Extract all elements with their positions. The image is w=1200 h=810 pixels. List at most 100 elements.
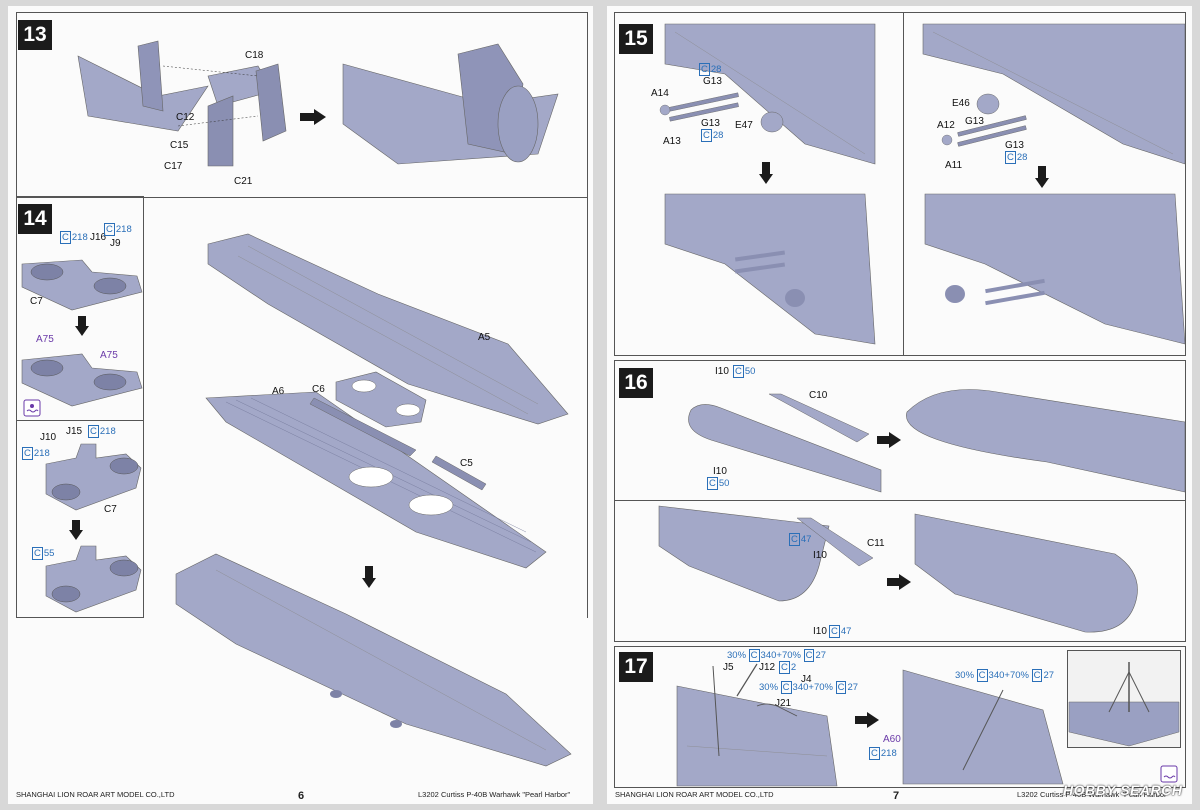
water-icon — [23, 399, 41, 417]
step-14-bay-c — [45, 443, 142, 511]
label-g13-a: G13 — [703, 76, 722, 87]
label-i10-b: I10 — [713, 466, 727, 477]
label-e46: E46 — [952, 98, 970, 109]
step-15-panel — [614, 12, 1186, 356]
label-a60: A60 — [883, 734, 901, 745]
label-c17: C17 — [164, 161, 183, 172]
label-a6: A6 — [272, 386, 285, 397]
step-16-part-c10 — [768, 393, 870, 443]
step-15-down-arrow-b — [1035, 166, 1049, 188]
step-13-tail-assembled — [342, 43, 559, 165]
hobby-search-watermark: HOBBY SEARCH — [1063, 782, 1183, 798]
step-16-wingtip-b-assembled — [914, 513, 1138, 633]
step-15-gun-barrels-a — [659, 92, 739, 122]
label-e47: E47 — [735, 120, 753, 131]
step-17-inset-detail — [1068, 662, 1180, 747]
step-16-number: 16 — [619, 368, 653, 398]
label-a13: A13 — [663, 136, 681, 147]
step-16-arrow-b — [887, 574, 911, 590]
step-17-wires — [712, 663, 798, 757]
step-14-wing-assembled — [175, 553, 572, 767]
step-14-wing-lower — [205, 391, 547, 569]
step-13-tail-exploded — [77, 40, 287, 167]
step-15-divider — [903, 12, 904, 356]
footer-right-page: 7 — [893, 790, 900, 802]
step-16-panel — [614, 360, 1186, 642]
step-15-wing-a-assembled — [664, 193, 876, 345]
label-j15: J15 — [66, 426, 83, 437]
label-a5: A5 — [478, 332, 491, 343]
label-j4: J4 — [801, 674, 812, 685]
step-14-panel — [16, 196, 144, 618]
step-15-part-e46 — [976, 93, 1000, 115]
label-c18: C18 — [245, 50, 264, 61]
label-a11: A11 — [945, 160, 963, 171]
label-c7-a: C7 — [30, 296, 43, 307]
footer-left-page: 6 — [298, 790, 305, 802]
step-16-wingtip-a-assembled — [906, 389, 1186, 493]
label-c15: C15 — [170, 140, 189, 151]
label-a14: A14 — [651, 88, 669, 99]
label-c11: C11 — [867, 538, 885, 549]
label-i10-a: I10 — [715, 366, 729, 377]
step-17-panel — [614, 646, 1186, 788]
step-14-bay-a — [21, 259, 143, 311]
label-j5: J5 — [723, 662, 734, 673]
label-j12: J12 — [759, 662, 776, 673]
label-j21: J21 — [775, 698, 792, 709]
label-a12: A12 — [937, 120, 955, 131]
step-16-wingtip-b — [658, 505, 830, 602]
step-15-number: 15 — [619, 24, 653, 54]
label-i10-d: I10 — [813, 626, 827, 637]
label-c21: C21 — [234, 176, 253, 187]
label-g13-d: G13 — [1005, 140, 1024, 151]
step-17-wing-exploded — [676, 685, 838, 787]
step-14-down-arrow-a — [75, 316, 89, 336]
step-14-down-arrow-c — [362, 566, 376, 588]
label-g13-c: G13 — [965, 116, 984, 127]
step-15-wing-a — [664, 23, 876, 165]
step-15-part-e47 — [760, 111, 784, 133]
label-j16: J16 — [90, 232, 107, 243]
step-14-number: 14 — [18, 204, 52, 234]
label-c6: C6 — [312, 384, 325, 395]
step-17-arrow — [855, 712, 879, 728]
step-16-divider — [614, 500, 1186, 501]
step-16-wingtip-a — [688, 404, 882, 493]
step-15-down-arrow-a — [759, 162, 773, 184]
paint-icon — [1160, 765, 1178, 783]
paint-a75-b: A75 — [100, 350, 118, 361]
label-j10: J10 — [40, 432, 57, 443]
step-17-wing-assembled — [902, 669, 1064, 785]
label-g13-b: G13 — [701, 118, 720, 129]
step-17-number: 17 — [619, 652, 653, 682]
label-c5: C5 — [460, 458, 473, 469]
label-c10: C10 — [809, 390, 828, 401]
step-14-wing-upper — [207, 233, 569, 425]
step-15-wing-b-assembled — [924, 193, 1186, 345]
step-14-main-panel — [143, 196, 588, 618]
step-13-arrow — [300, 109, 326, 125]
step-14-down-arrow-b — [69, 520, 83, 540]
footer-right-kit: L3202 Curtiss P-40B Warhawk "Pearl Harbo… — [1017, 790, 1170, 799]
step-15-gun-barrels-b — [941, 115, 1027, 147]
footer-left-company: SHANGHAI LION ROAR ART MODEL CO.,LTD — [16, 790, 175, 799]
